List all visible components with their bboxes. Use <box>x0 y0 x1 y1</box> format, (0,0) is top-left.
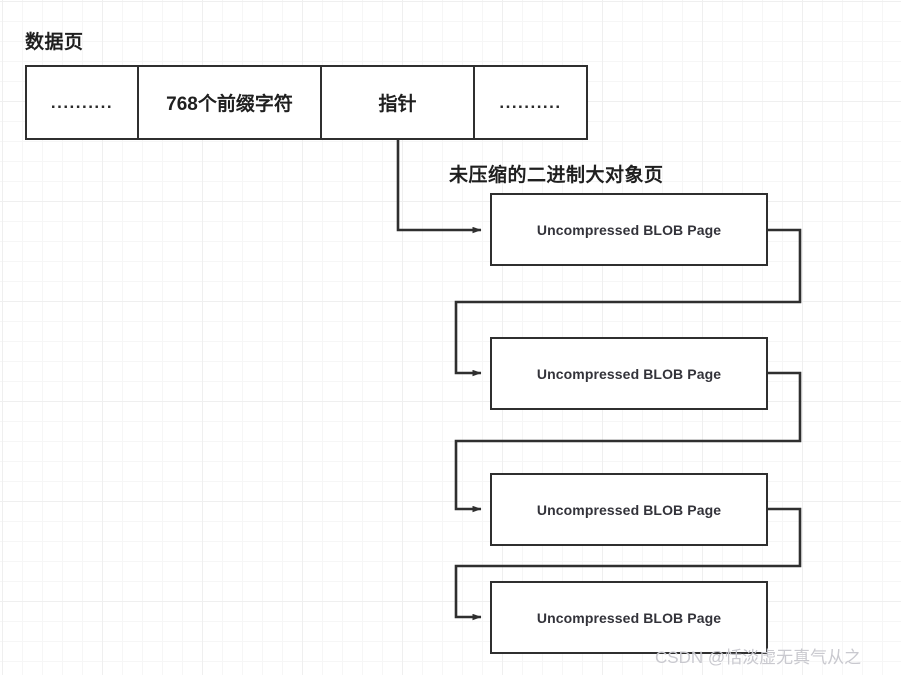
data-page-title: 数据页 <box>25 32 84 53</box>
blob-page-box-3: Uncompressed BLOB Page <box>490 473 768 546</box>
blob-page-box-1: Uncompressed BLOB Page <box>490 193 768 266</box>
blob-section-title: 未压缩的二进制大对象页 <box>449 165 664 186</box>
blob-page-box-2: Uncompressed BLOB Page <box>490 337 768 410</box>
data-page-cell-leading-ellipsis: .......... <box>27 67 139 138</box>
data-page-row: .......... 768个前缀字符 指针 .......... <box>25 65 588 140</box>
data-page-cell-prefix-chars: 768个前缀字符 <box>139 67 322 138</box>
data-page-cell-trailing-ellipsis: .......... <box>475 67 586 138</box>
csdn-watermark: CSDN @恬淡虚无真气从之 <box>655 648 862 667</box>
data-page-cell-pointer: 指针 <box>322 67 475 138</box>
